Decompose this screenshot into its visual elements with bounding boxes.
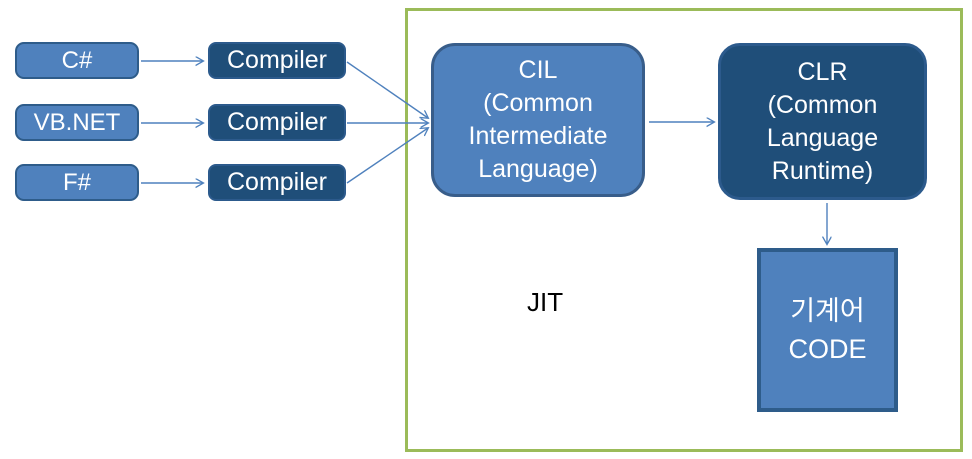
source-label-csharp: C#	[61, 46, 93, 74]
source-label-fsharp: F#	[62, 168, 91, 196]
source-box-fsharp: F#	[15, 164, 139, 201]
jit-region-frame	[405, 8, 963, 452]
source-box-csharp: C#	[15, 42, 139, 79]
compiler-label-1: Compiler	[226, 46, 328, 74]
compiler-label-3: Compiler	[226, 168, 328, 196]
compiler-label-2: Compiler	[226, 108, 328, 136]
compiler-box-3: Compiler	[208, 164, 346, 201]
source-box-vbnet: VB.NET	[15, 104, 139, 141]
clr-box: CLR (Common Language Runtime)	[718, 43, 927, 200]
compiler-box-1: Compiler	[208, 42, 346, 79]
machine-code-box: 기계어 CODE	[757, 248, 898, 412]
cil-label: CIL (Common Intermediate Language)	[468, 56, 608, 183]
clr-label: CLR (Common Language Runtime)	[766, 57, 879, 185]
cil-box: CIL (Common Intermediate Language)	[431, 43, 645, 197]
compiler-box-2: Compiler	[208, 104, 346, 141]
jit-label: JIT	[527, 287, 564, 317]
machine-code-label: 기계어 CODE	[788, 296, 867, 364]
source-label-vbnet: VB.NET	[33, 108, 121, 136]
